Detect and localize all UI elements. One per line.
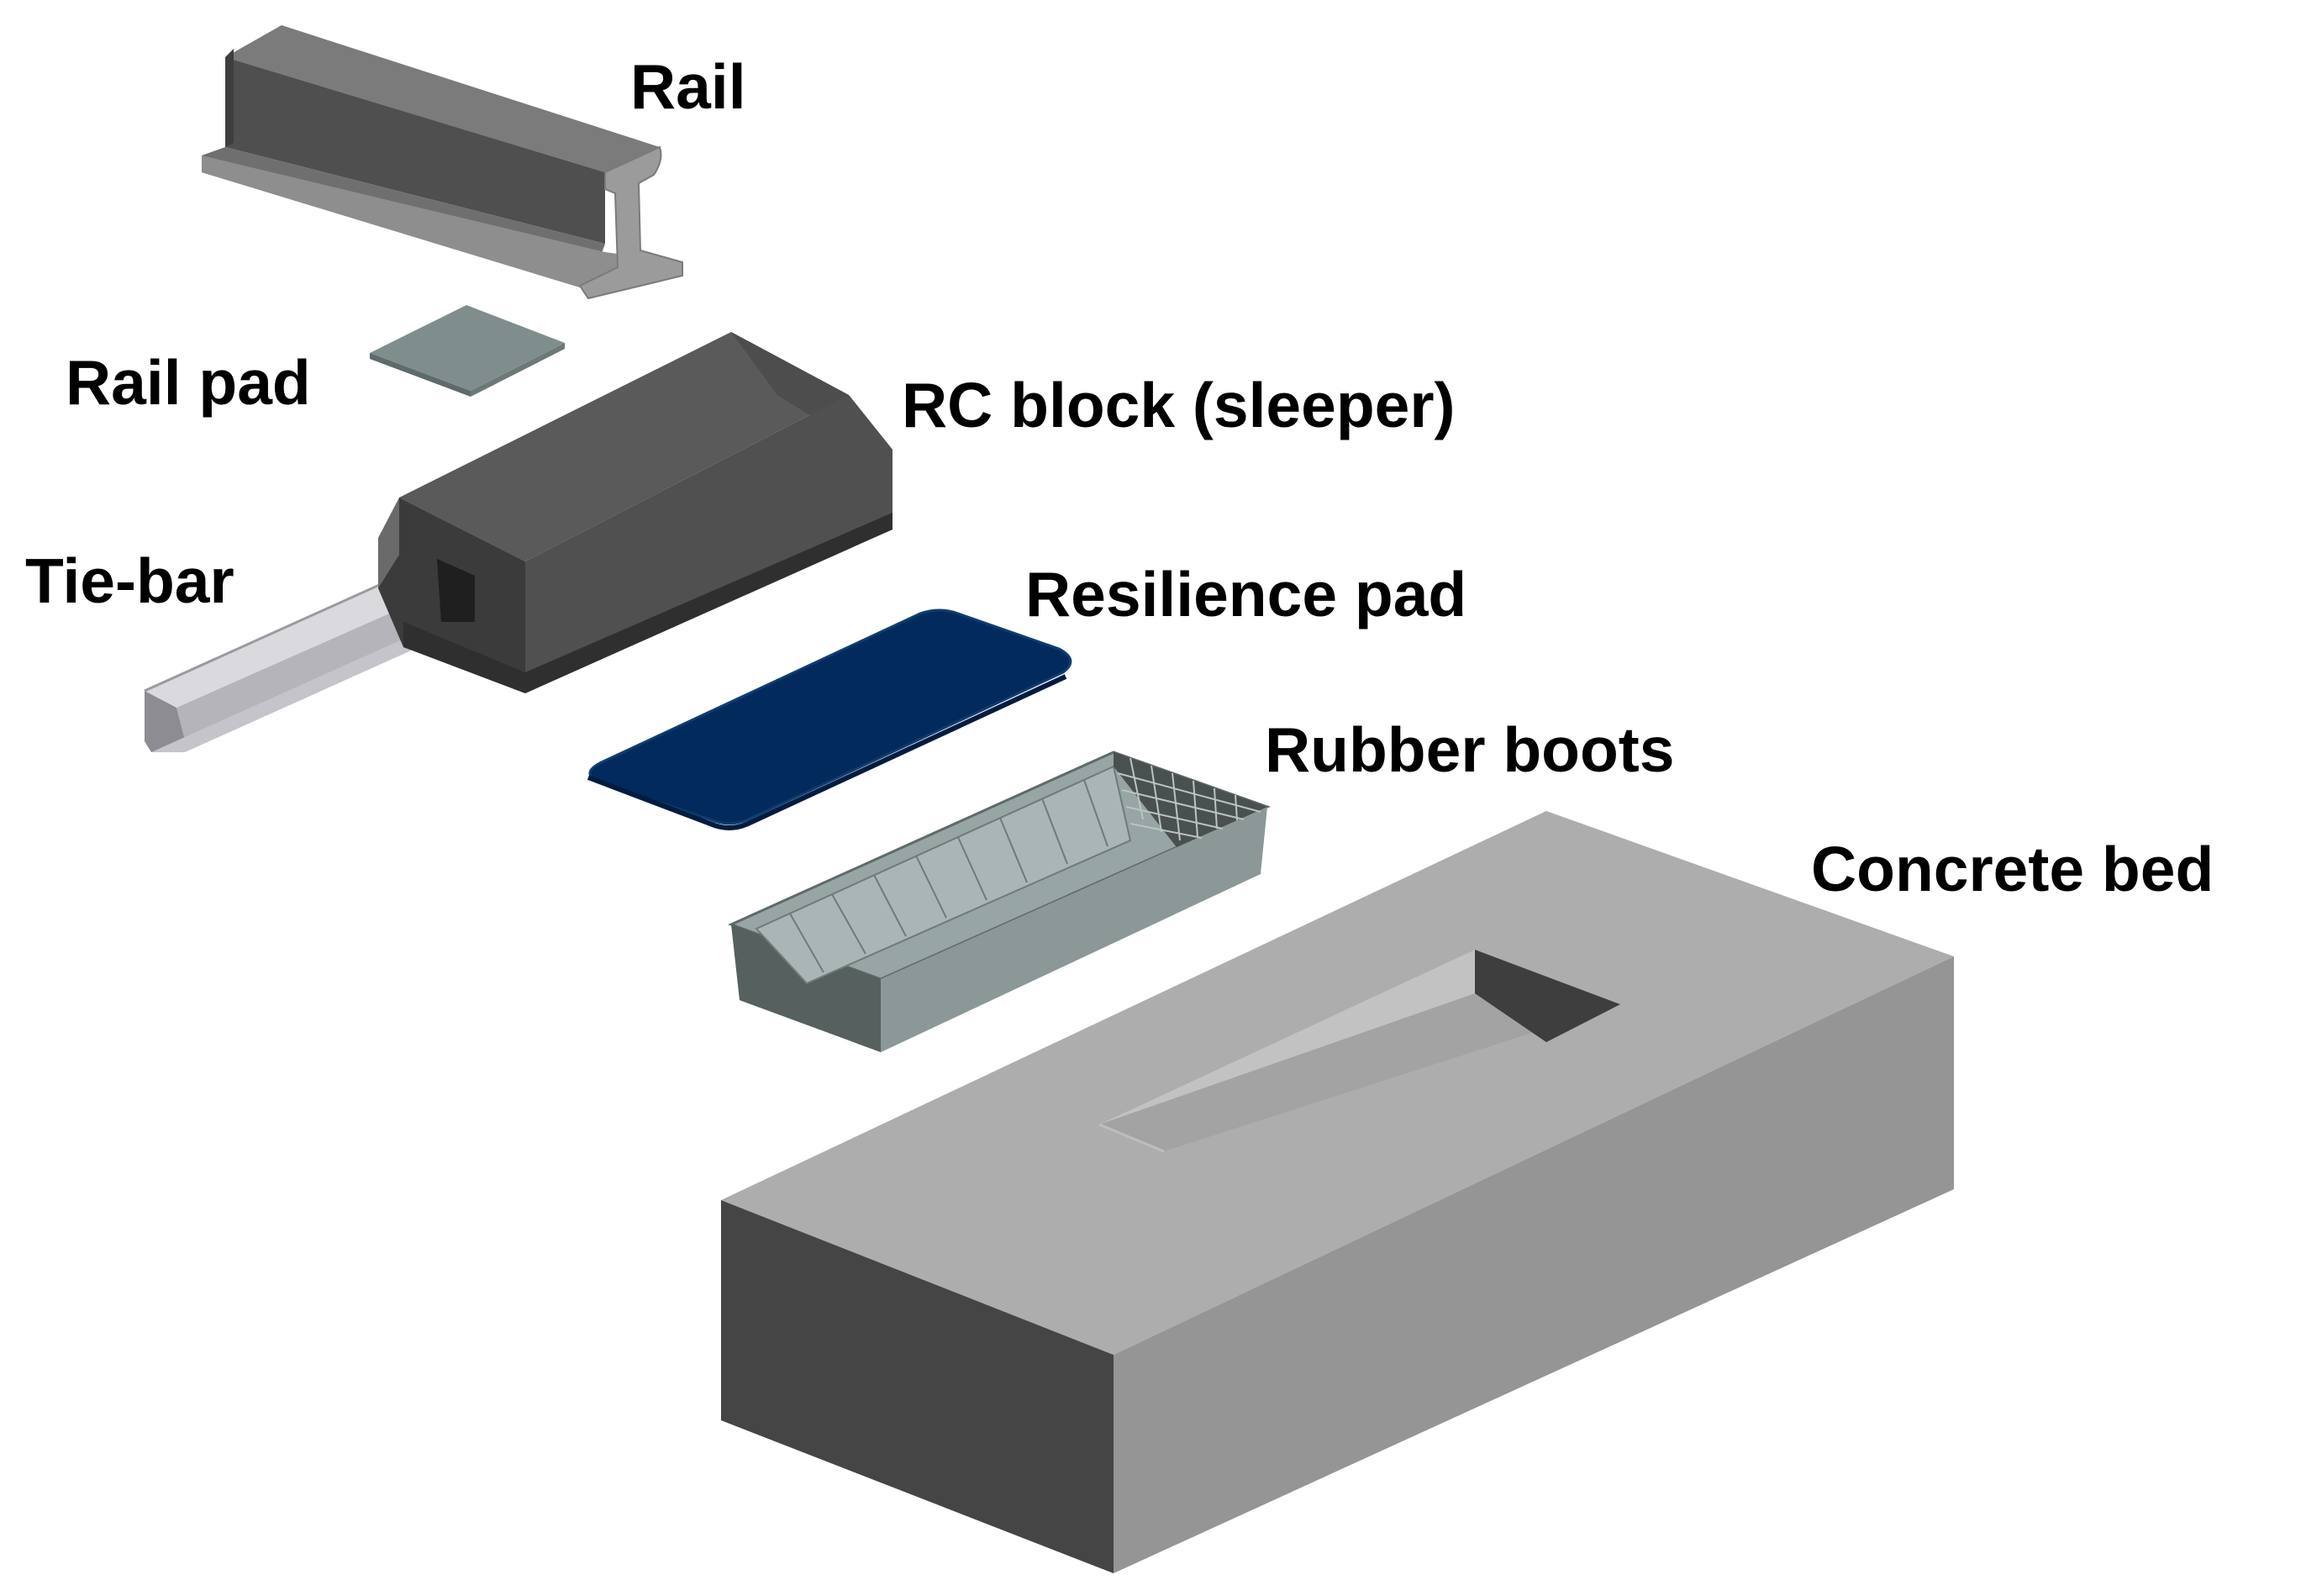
label-rail: Rail: [630, 51, 746, 122]
rc-block-top: [399, 332, 849, 561]
concrete-bed-front: [721, 1200, 1114, 1573]
rail-end-profile: [578, 145, 683, 300]
label-rc-block-sleeper: RC block (sleeper): [902, 370, 1456, 440]
concrete-bed: [721, 811, 1954, 1573]
rail: [202, 25, 683, 300]
resilience-pad: [587, 608, 1072, 830]
concrete-bed-recess-wall-end: [1475, 950, 1620, 1042]
concrete-bed-recess-wall-back: [1099, 950, 1475, 1125]
label-rubber-boots: Rubber boots: [1265, 714, 1675, 785]
concrete-bed-side: [1114, 956, 1954, 1573]
rubber-boots-front: [731, 924, 881, 1052]
rail-pad-top: [370, 305, 565, 391]
rubber-boots-end-wall: [1114, 752, 1267, 847]
rubber-boots-inner-floor: [755, 765, 1132, 985]
rc-block-front-chamfer: [378, 498, 399, 588]
label-concrete-bed: Concrete bed: [1811, 834, 2214, 904]
rail-pad: [370, 305, 565, 397]
rubber-boots-side: [881, 807, 1267, 1052]
rail-base-top: [202, 155, 681, 290]
label-tie-bar: Tie-bar: [25, 545, 234, 616]
rc-block-sleeper: [378, 332, 892, 693]
rubber-boots: [728, 751, 1272, 1052]
rail-web: [225, 57, 605, 244]
tie-bar-bottom: [151, 622, 475, 752]
rail-head-top: [225, 25, 660, 172]
tie-bar-flange: [145, 691, 185, 752]
label-resilience-pad: Resilience pad: [1025, 559, 1467, 629]
resilience-pad-body: [588, 608, 1072, 825]
rc-block-side: [525, 395, 892, 689]
label-rail-pad: Rail pad: [66, 347, 311, 418]
